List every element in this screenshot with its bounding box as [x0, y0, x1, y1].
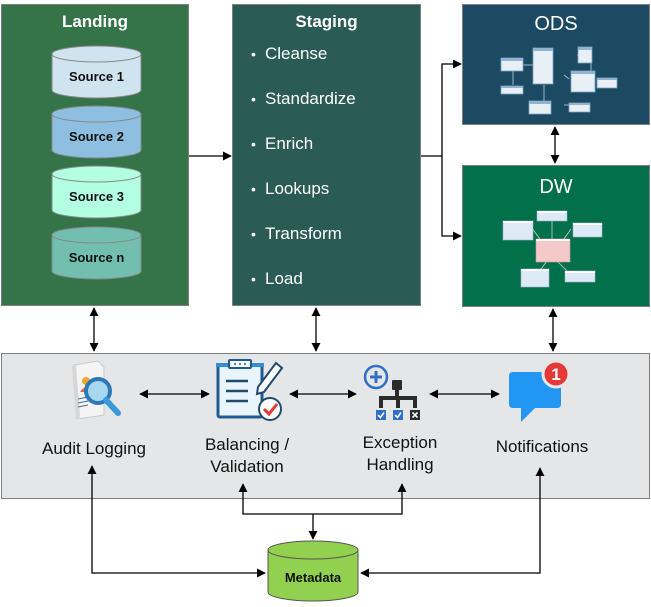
source-3-label: Source 3	[69, 189, 124, 204]
staging-step: • Standardize	[251, 88, 356, 133]
bullet-icon: •	[251, 181, 256, 197]
audit-logging-label: Audit Logging	[42, 439, 146, 458]
clipboard-check-icon	[214, 359, 286, 426]
source-1-label: Source 1	[69, 69, 124, 84]
chat-bubble-icon: 1	[507, 359, 571, 427]
staging-step-label: Standardize	[265, 89, 356, 108]
balancing-validation-label: Balancing / Validation	[187, 434, 307, 478]
staging-step-label: Cleanse	[265, 44, 328, 63]
source-1-cylinder: Source 1	[51, 45, 142, 99]
staging-step: • Transform	[251, 223, 356, 268]
bullet-icon: •	[251, 271, 256, 287]
ods-title: ODS	[534, 13, 578, 35]
landing-title: Landing	[61, 12, 129, 31]
ods-box: ODS	[462, 4, 650, 125]
source-2-cylinder: Source 2	[51, 105, 142, 159]
database-icon	[51, 105, 142, 159]
dw-box: DW	[462, 165, 650, 307]
bullet-icon: •	[251, 46, 256, 62]
exception-handling-label: Exception Handling	[340, 432, 460, 476]
bullet-icon: •	[251, 136, 256, 152]
staging-step: • Enrich	[251, 133, 356, 178]
notification-badge-count: 1	[551, 365, 560, 384]
source-3-cylinder: Source 3	[51, 165, 142, 219]
audit-search-icon	[68, 359, 128, 424]
database-icon	[51, 226, 142, 280]
landing-zone-box: Landing Source 1 Source 2 Source 3 Sourc…	[1, 4, 189, 306]
dw-title: DW	[539, 176, 573, 198]
staging-step: • Lookups	[251, 178, 356, 223]
staging-step-label: Load	[265, 269, 303, 288]
bullet-icon: •	[251, 91, 256, 107]
source-n-label: Source n	[68, 250, 125, 265]
hierarchy-exception-icon	[363, 364, 425, 427]
handling-label-line: Handling	[366, 455, 434, 474]
arrow-staging-to-dw	[441, 156, 462, 241]
exception-label-line: Exception	[362, 433, 438, 452]
dw-star-schema-diagram-icon	[502, 210, 603, 288]
notifications-label: Notifications	[495, 437, 589, 456]
source-2-label: Source 2	[69, 129, 124, 144]
validation-label-line: Validation	[210, 457, 284, 476]
staging-steps-list: • Cleanse • Standardize • Enrich • Lookups •…	[251, 43, 356, 313]
staging-step-label: Enrich	[265, 134, 314, 153]
database-icon	[51, 165, 142, 219]
arrow-staging-to-ods	[441, 59, 462, 156]
staging-step: • Load	[251, 268, 356, 313]
staging-step-label: Lookups	[265, 179, 330, 198]
balancing-label-line: Balancing /	[204, 435, 290, 454]
staging-title: Staging	[295, 12, 358, 31]
staging-step-label: Transform	[265, 224, 342, 243]
staging-step: • Cleanse	[251, 43, 356, 88]
staging-zone-box: Staging • Cleanse • Standardize • Enrich • L…	[232, 4, 421, 306]
process-management-panel: Audit Logging Balancing / Validation	[1, 353, 650, 499]
metadata-label: Metadata	[284, 570, 342, 585]
ods-erd-diagram-icon	[500, 46, 618, 115]
metadata-cylinder: Metadata	[267, 540, 359, 602]
bullet-icon: •	[251, 226, 256, 242]
database-icon	[267, 540, 359, 602]
database-icon	[51, 45, 142, 99]
source-n-cylinder: Source n	[51, 226, 142, 280]
